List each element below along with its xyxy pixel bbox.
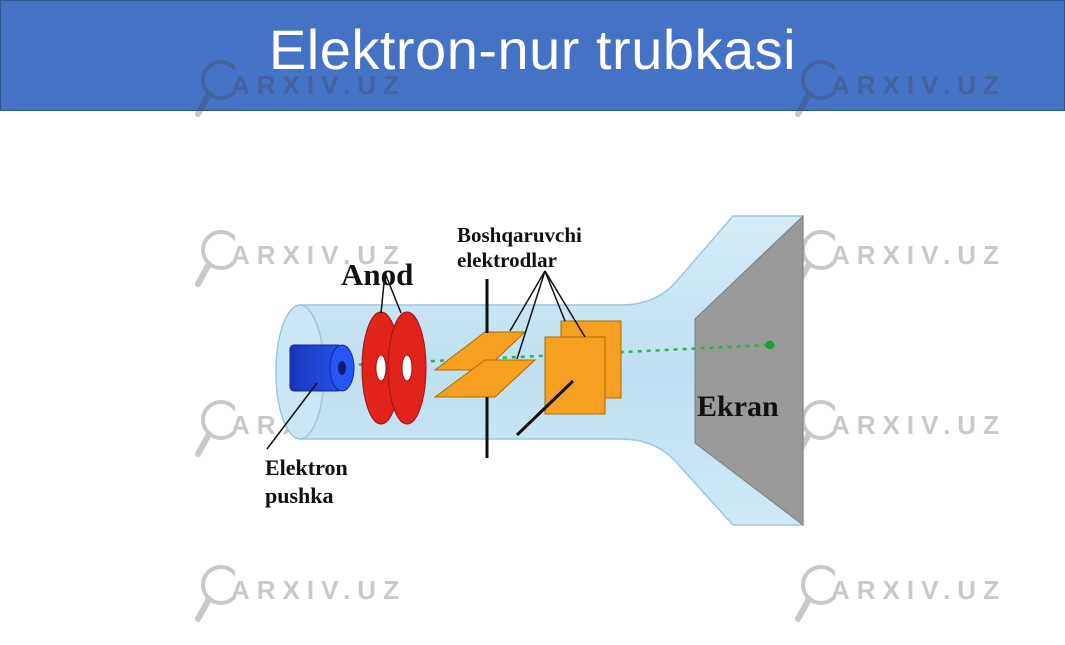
title-bar: Elektron-nur trubkasi xyxy=(0,0,1065,111)
magnifier-icon xyxy=(195,230,235,287)
slide-title: Elektron-nur trubkasi xyxy=(268,18,797,81)
magnifier-icon xyxy=(195,400,235,457)
label-anode: Anod xyxy=(341,257,413,292)
watermark: ARXIV.UZ xyxy=(795,390,1025,480)
label-electron-gun-1: Elektron xyxy=(265,455,348,480)
label-control-electrodes-1: Boshqaruvchi xyxy=(457,223,582,247)
beam-spot xyxy=(765,340,775,350)
magnifier-icon xyxy=(195,565,235,622)
crt-diagram-svg: Anod Boshqaruvchi elektrodlar Elektron p… xyxy=(265,214,804,527)
label-screen: Ekran xyxy=(697,390,779,423)
watermark: ARXIV.UZ xyxy=(795,220,1025,310)
magnifier-icon xyxy=(795,565,835,622)
watermark: ARXIV.UZ xyxy=(195,555,425,645)
watermark: ARXIV.UZ xyxy=(795,555,1025,645)
label-electron-gun-2: pushka xyxy=(265,483,334,508)
watermark-text: ARXIV.UZ xyxy=(831,575,1006,605)
label-control-electrodes-2: elektrodlar xyxy=(457,248,557,272)
watermark-text: ARXIV.UZ xyxy=(231,575,406,605)
watermark-text: ARXIV.UZ xyxy=(831,240,1006,270)
crt-diagram: Anod Boshqaruvchi elektrodlar Elektron p… xyxy=(255,213,815,529)
deflection-plate-front xyxy=(544,336,606,415)
watermark-text: ARXIV.UZ xyxy=(831,410,1006,440)
deflection-plate-bottom xyxy=(433,359,537,398)
screen xyxy=(694,214,804,527)
